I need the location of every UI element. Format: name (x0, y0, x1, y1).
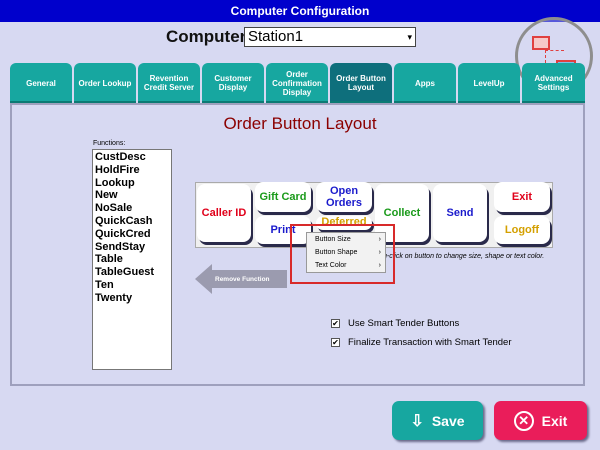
remove-function-button[interactable]: Remove Function (195, 262, 287, 296)
chevron-down-icon: ▾ (407, 32, 412, 42)
remove-function-label: Remove Function (215, 276, 270, 283)
list-item[interactable]: SendStay (95, 240, 146, 253)
chevron-right-icon: › (378, 249, 381, 256)
left-arrow-icon (195, 264, 287, 294)
context-menu-highlight (290, 224, 395, 284)
save-icon: ⇩ (410, 412, 424, 430)
close-icon: ✕ (513, 410, 534, 431)
list-item[interactable]: Twenty (95, 291, 133, 304)
open-orders-button[interactable]: Open Orders (316, 182, 372, 212)
functions-list[interactable]: CustDesc HoldFire Lookup New NoSale Quic… (92, 149, 172, 370)
list-item[interactable]: Lookup (95, 176, 135, 189)
chevron-right-icon: › (378, 236, 381, 243)
print-button[interactable]: Print (255, 216, 311, 244)
tab-general[interactable]: General (10, 63, 72, 103)
button-edit-hint: g-click on button to change size, shape … (383, 253, 545, 260)
tab-order-button-layout[interactable]: Order Button Layout (330, 63, 392, 103)
finalize-label: Finalize Transaction with Smart Tender (348, 337, 512, 348)
list-item[interactable]: TableGuest (95, 266, 155, 279)
list-item[interactable]: QuickCash (95, 214, 153, 227)
list-item[interactable]: Table (95, 253, 123, 266)
exit-order-button[interactable]: Exit (494, 182, 550, 212)
finalize-checkbox[interactable]: ✔ (331, 338, 340, 347)
tab-revention-credit-server[interactable]: Revention Credit Server (138, 63, 200, 103)
tab-advanced-settings[interactable]: Advanced Settings (522, 63, 585, 103)
computer-label: Computer: (166, 27, 252, 46)
context-menu: Button Size› Button Shape› Text Color› (306, 232, 386, 273)
chevron-right-icon: › (378, 262, 381, 269)
exit-label: Exit (541, 412, 568, 429)
list-item[interactable]: HoldFire (95, 163, 140, 176)
network-link-icon (545, 50, 564, 63)
smart-tender-label: Use Smart Tender Buttons (348, 318, 460, 329)
window-title: Computer Configuration (0, 0, 600, 22)
list-item[interactable]: New (95, 189, 118, 202)
tab-order-confirmation-display[interactable]: Order Confirmation Display (266, 63, 328, 103)
exit-button[interactable]: ✕ Exit (494, 401, 587, 440)
tab-customer-display[interactable]: Customer Display (202, 63, 264, 103)
list-item[interactable]: CustDesc (95, 151, 146, 163)
context-menu-button-size[interactable]: Button Size› (307, 233, 385, 246)
caller-id-button[interactable]: Caller ID (197, 184, 251, 242)
list-item[interactable]: QuickCred (95, 227, 151, 240)
functions-label: Functions: (93, 140, 126, 147)
monitor-icon (532, 36, 550, 50)
tab-levelup[interactable]: LevelUp (458, 63, 520, 103)
context-menu-text-color[interactable]: Text Color› (307, 259, 385, 272)
send-button[interactable]: Send (433, 184, 487, 242)
page-title: Order Button Layout (223, 114, 377, 133)
save-button[interactable]: ⇩ Save (392, 401, 483, 440)
gift-card-button[interactable]: Gift Card (255, 182, 311, 212)
smart-tender-checkbox[interactable]: ✔ (331, 319, 340, 328)
context-menu-button-shape[interactable]: Button Shape› (307, 246, 385, 259)
computer-select[interactable]: Station1 ▾ (244, 27, 416, 47)
tab-apps[interactable]: Apps (394, 63, 456, 103)
list-item[interactable]: Ten (95, 278, 114, 291)
tab-order-lookup[interactable]: Order Lookup (74, 63, 136, 103)
save-label: Save (431, 412, 465, 429)
list-item[interactable]: NoSale (95, 202, 133, 215)
logoff-button[interactable]: Logoff (494, 216, 550, 244)
computer-select-value: Station1 (248, 28, 304, 45)
